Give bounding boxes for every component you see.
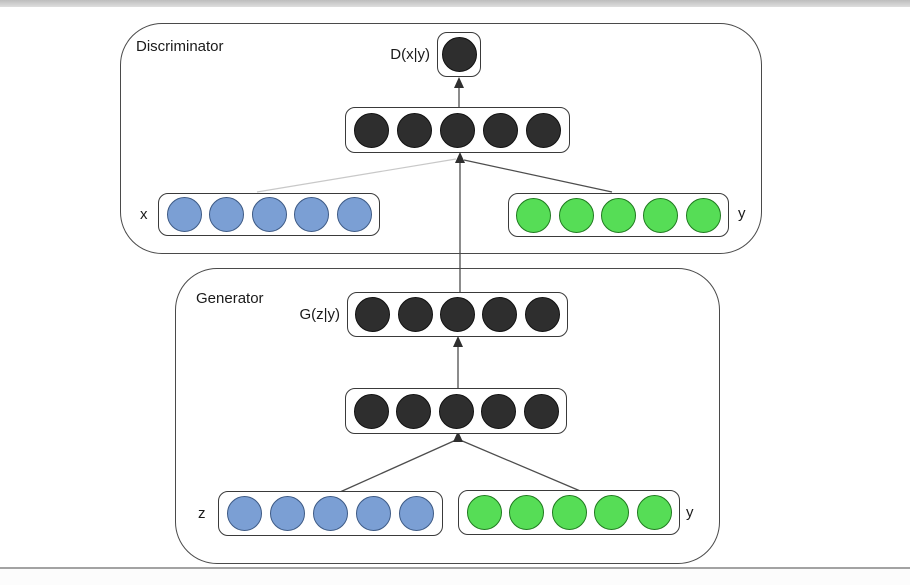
neuron-circle [526, 112, 561, 148]
x-input-label: x [140, 206, 148, 223]
discriminator-x-input-layer [158, 193, 380, 236]
neuron-circle [441, 37, 477, 72]
neuron-circle [227, 496, 262, 531]
neuron-circle [523, 393, 559, 429]
generator-output-layer [347, 292, 568, 337]
neuron-circle [397, 297, 433, 332]
neuron-circle [685, 197, 721, 233]
neuron-circle [482, 297, 518, 332]
generator-container [175, 268, 720, 564]
top-border-strip [0, 0, 910, 7]
neuron-circle [396, 393, 431, 429]
neuron-circle [483, 112, 518, 148]
neuron-circle [354, 112, 389, 148]
neuron-circle [294, 197, 329, 232]
generator-output-label: G(z|y) [299, 306, 340, 323]
neuron-circle [251, 197, 287, 232]
bottom-margin-area [0, 569, 910, 585]
generator-y-condition-layer [458, 490, 680, 535]
neuron-circle [466, 495, 502, 530]
neuron-circle [313, 496, 348, 531]
discriminator-output-node [437, 32, 481, 77]
generator-hidden-layer [345, 388, 567, 434]
neuron-circle [481, 393, 516, 429]
neuron-circle [524, 297, 560, 332]
neuron-circle [440, 112, 475, 148]
generator-y-label: y [686, 504, 694, 521]
neuron-circle [509, 495, 544, 530]
neuron-circle [336, 197, 372, 232]
discriminator-label: Discriminator [136, 38, 224, 55]
neuron-circle [439, 297, 475, 332]
neuron-circle [438, 393, 474, 429]
neuron-circle [270, 496, 305, 531]
discriminator-container [120, 23, 762, 254]
neuron-circle [397, 112, 432, 148]
discriminator-y-condition-layer [508, 193, 729, 237]
z-noise-label: z [198, 505, 206, 522]
neuron-circle [399, 496, 434, 531]
neuron-circle [643, 197, 679, 233]
neuron-circle [594, 495, 629, 530]
discriminator-y-label: y [738, 205, 746, 222]
neuron-circle [355, 297, 391, 332]
neuron-circle [516, 197, 552, 233]
neuron-circle [636, 495, 672, 530]
discriminator-output-label: D(x|y) [390, 46, 430, 63]
bottom-border-line [0, 567, 910, 569]
neuron-circle [353, 393, 389, 429]
neuron-circle [558, 197, 594, 233]
neuron-circle [209, 197, 244, 232]
discriminator-hidden-layer [345, 107, 570, 153]
neuron-circle [551, 495, 587, 530]
neuron-circle [600, 197, 636, 233]
generator-z-input-layer [218, 491, 443, 536]
neuron-circle [356, 496, 391, 531]
generator-label: Generator [196, 290, 264, 307]
neuron-circle [166, 197, 202, 232]
